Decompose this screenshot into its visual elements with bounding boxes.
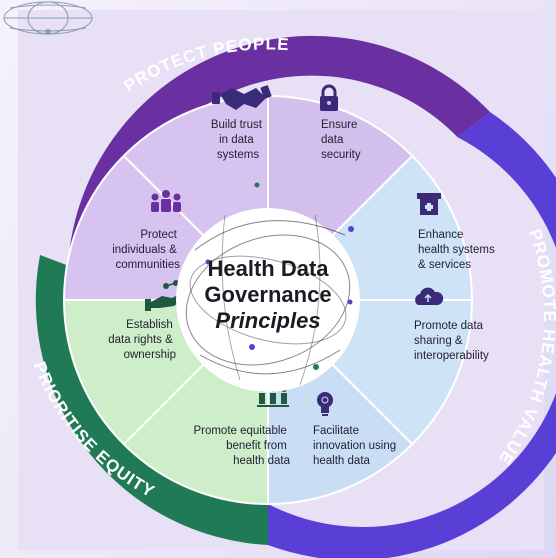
- segment-text-ensure-security: Ensure data security: [321, 119, 361, 161]
- band-prioritise-equity: [35, 255, 269, 545]
- segment-text-facilitate-innovation: Facilitate innovation using health data: [313, 425, 399, 467]
- globe-decoration-icon: [3, 1, 93, 35]
- handshake-icon: [212, 85, 272, 110]
- cloud-upload-icon: [415, 287, 444, 305]
- band-promote-health-value: [268, 112, 556, 558]
- band-protect-people: [69, 35, 491, 259]
- segment-text-promote-sharing: Promote data sharing & interoperability: [414, 320, 489, 362]
- padlock-icon: [320, 84, 338, 111]
- network-lines-decoration: [185, 214, 351, 386]
- segment-text-enhance-health: Enhance health systems & services: [418, 229, 498, 271]
- segment-text-promote-benefit: Promote equitable benefit from health da…: [193, 425, 290, 467]
- center-title-line2: Governance: [204, 282, 331, 307]
- segment-text-build-trust: Build trust in data systems: [211, 119, 265, 161]
- hand-data-icon: [145, 280, 184, 311]
- lightbulb-icon: [317, 392, 333, 416]
- center-title-line3: Principles: [215, 308, 320, 333]
- segment-text-establish-rights: Establish data rights & ownership: [108, 319, 176, 361]
- center-title-line1: Health Data: [207, 256, 329, 281]
- network-nodes-decoration: [205, 182, 354, 370]
- segment-text-protect-individuals: Protect individuals & communities: [112, 229, 180, 271]
- hospital-icon: [417, 193, 441, 215]
- community-icon: [151, 190, 181, 212]
